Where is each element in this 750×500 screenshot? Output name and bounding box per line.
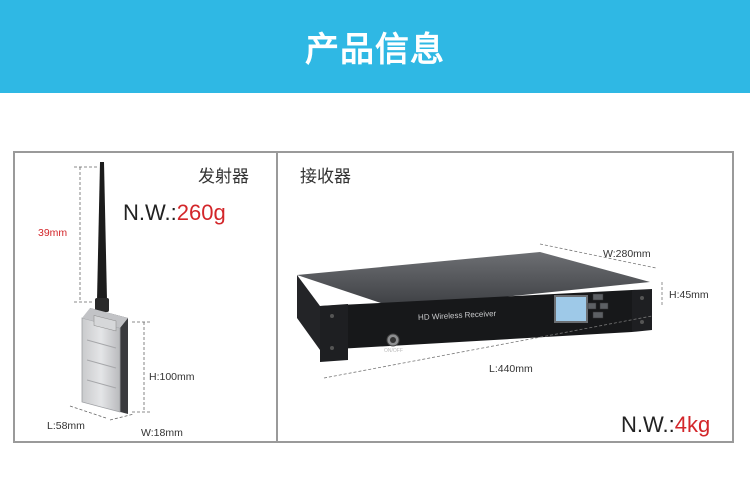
receiver-weight: N.W.:4kg — [621, 412, 711, 437]
receiver-device-icon — [297, 252, 652, 362]
receiver-length-dim: L:440mm — [489, 363, 533, 375]
banner-title: 产品信息 — [305, 30, 445, 70]
transmitter-device-icon — [81, 308, 128, 414]
receiver-port-label: ON/OFF — [384, 348, 403, 354]
receiver-height-dim: H:45mm — [669, 289, 709, 301]
transmitter-height-dim: H:100mm — [149, 371, 195, 383]
receiver-title: 接收器 — [300, 167, 351, 187]
transmitter-length-dim: L:58mm — [47, 420, 85, 432]
transmitter-dimension-lines — [69, 166, 150, 421]
transmitter-weight: N.W.:260g — [123, 200, 226, 225]
panel-divider — [276, 151, 278, 443]
header-banner: 产品信息 — [0, 0, 750, 93]
transmitter-antenna-dim: 39mm — [38, 227, 68, 239]
receiver-width-dim: W:280mm — [603, 248, 651, 260]
receiver-dimension-lines — [323, 243, 663, 379]
transmitter-antenna-icon — [95, 162, 109, 312]
transmitter-width-dim: W:18mm — [141, 427, 183, 439]
transmitter-title: 发射器 — [198, 167, 249, 187]
